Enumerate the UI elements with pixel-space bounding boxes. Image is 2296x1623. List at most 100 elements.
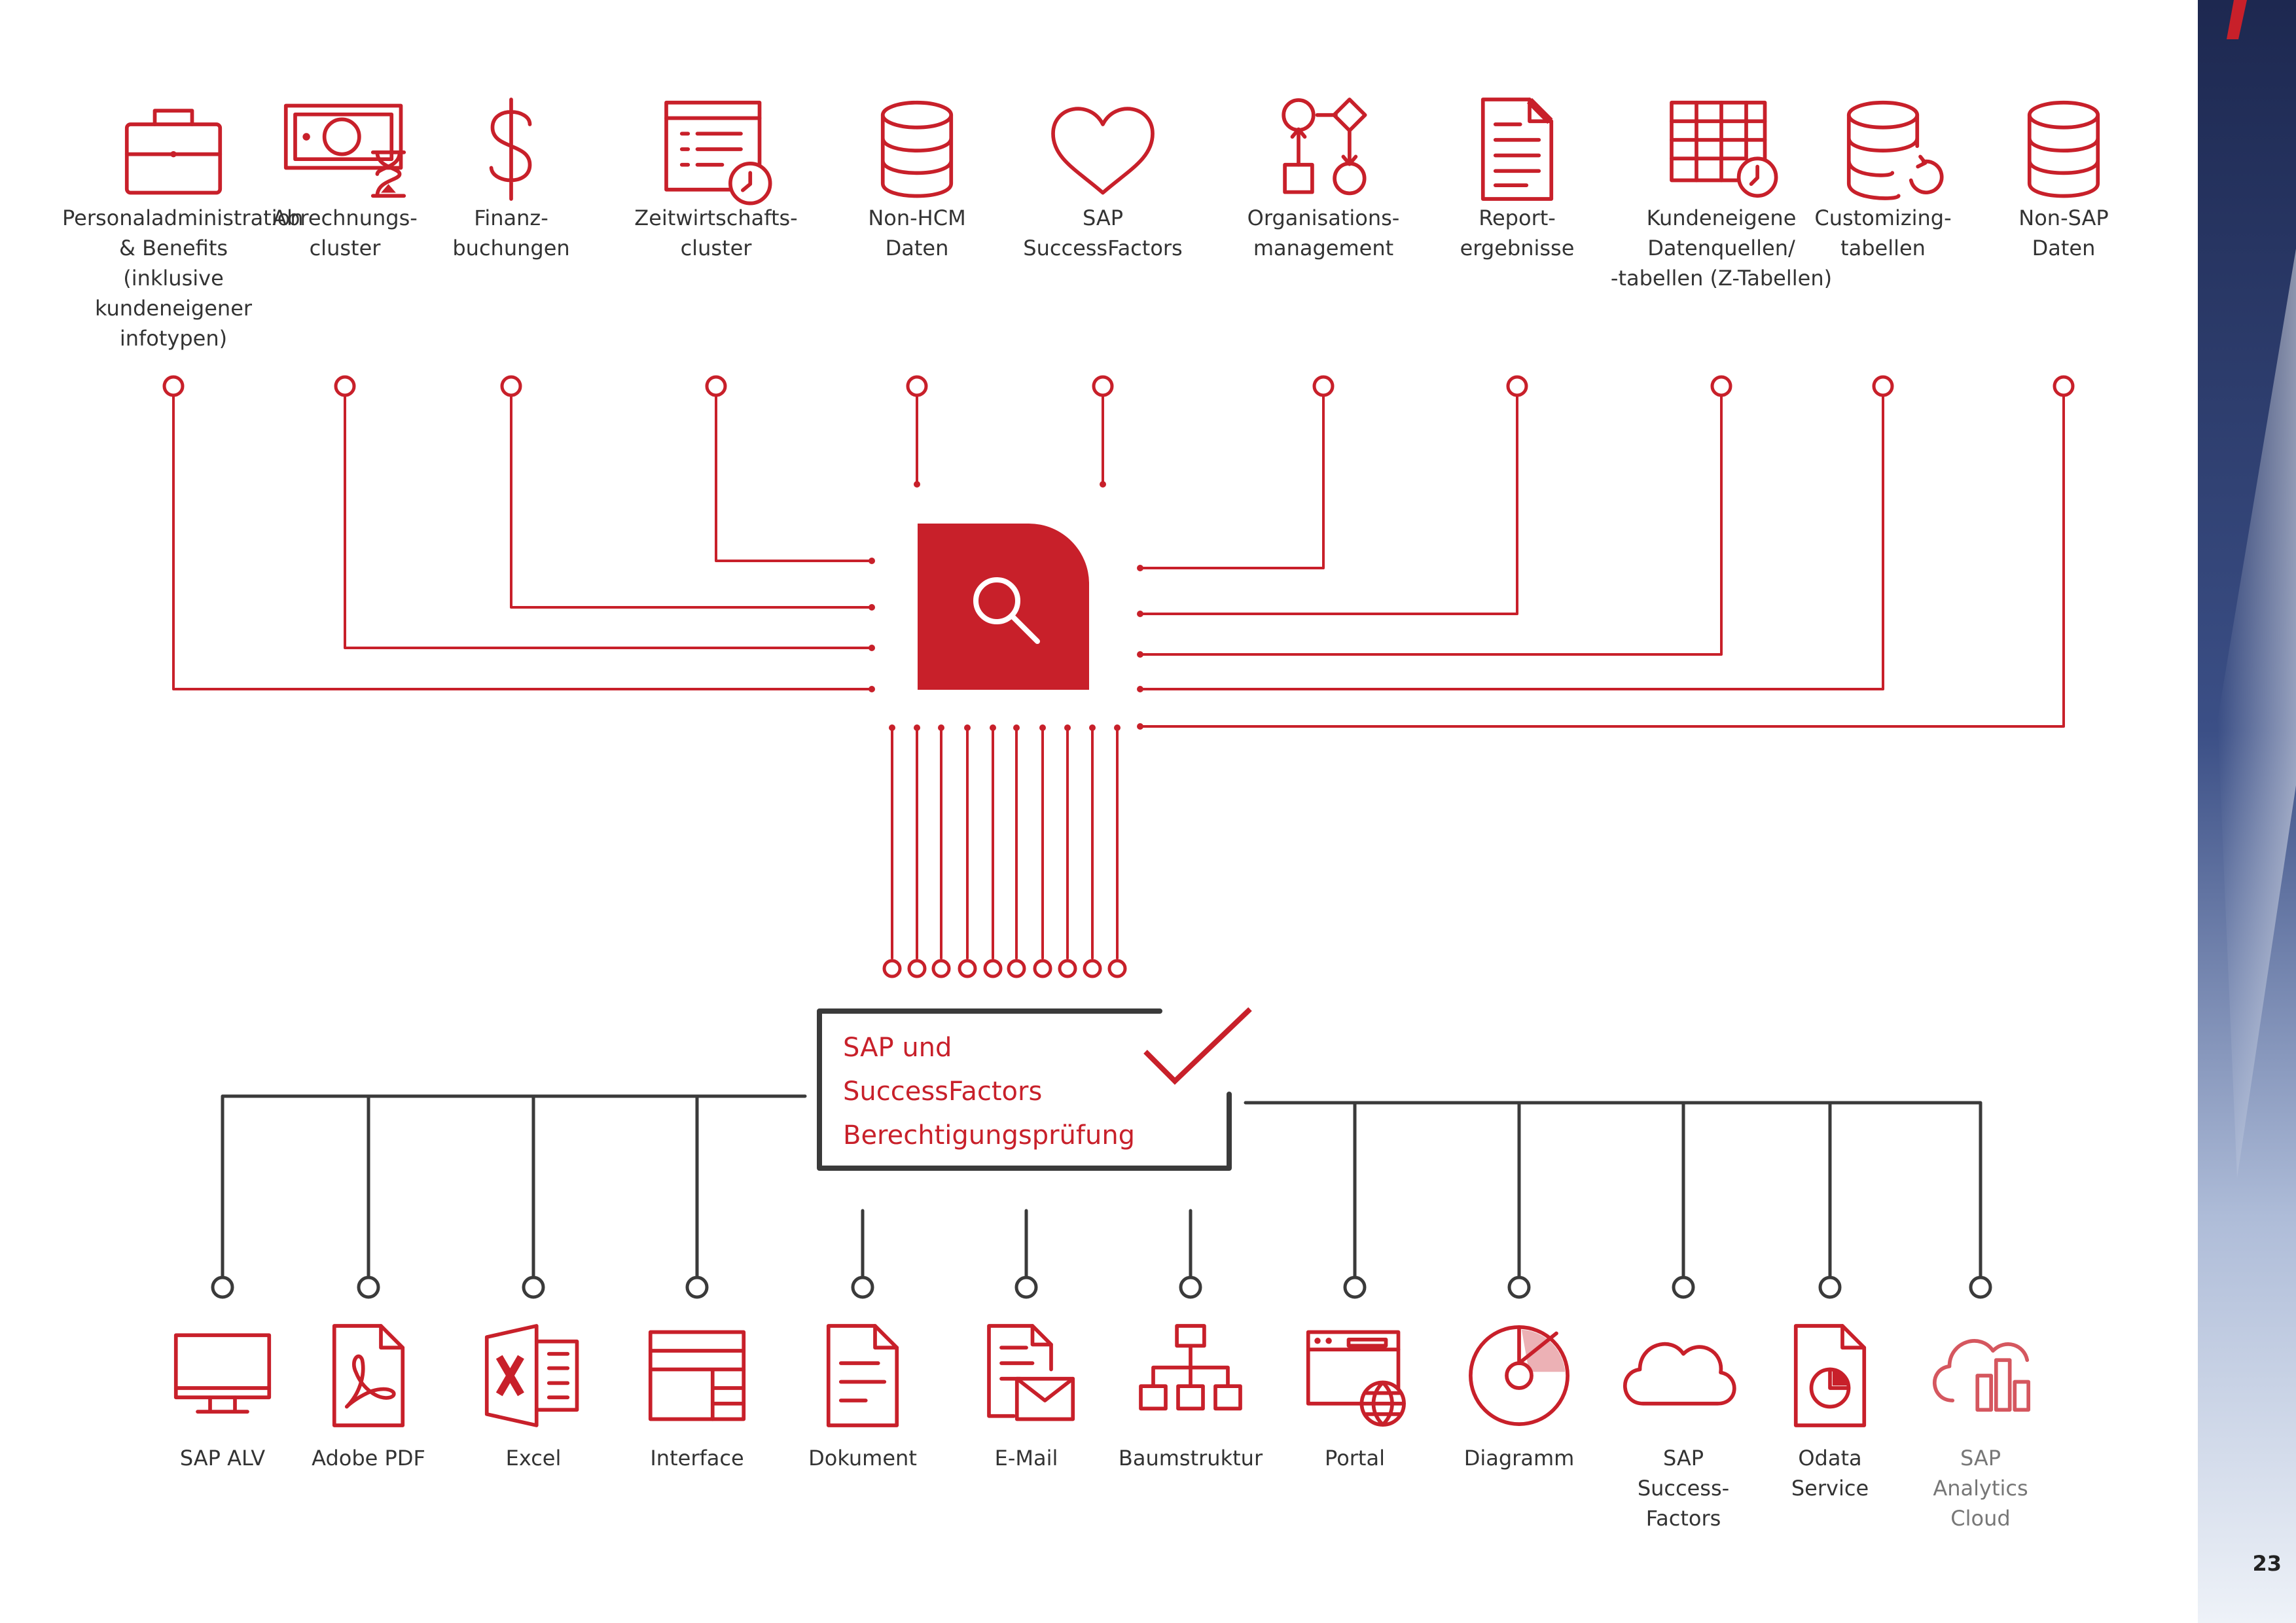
source-connector: [172, 394, 873, 690]
report-document-icon: [1480, 98, 1554, 201]
output-ring: [211, 1275, 234, 1299]
diagram-svg: [124, 98, 2100, 1427]
output-ring: [685, 1275, 709, 1299]
source-label: Report- ergebnisse: [1460, 205, 1575, 260]
connector-dot: [1137, 686, 1143, 692]
source-connector: [510, 394, 873, 609]
processing-ring: [1007, 959, 1026, 978]
cloud-analytics-icon: [1932, 1339, 2031, 1412]
processing-ring: [958, 959, 977, 978]
processing-ring: [1107, 959, 1127, 978]
connector-dot: [1137, 651, 1143, 658]
search-icon: [973, 577, 1040, 644]
page-edge-graphic: [2198, 0, 2296, 1623]
processing-ring: [1083, 959, 1102, 978]
portal-globe-icon: [1306, 1330, 1406, 1427]
source-connector: [1139, 394, 1884, 690]
source-label: Finanz- buchungen: [452, 205, 570, 260]
source-ring: [2053, 375, 2075, 397]
output-bus-right: [1244, 1101, 1982, 1280]
source-label: SAP SuccessFactors: [1023, 205, 1183, 260]
adjacent-page-edge: 23: [2198, 0, 2296, 1623]
source-ring: [334, 375, 356, 397]
processing-ring: [983, 959, 1003, 978]
source-label: Customizing- tabellen: [1814, 205, 1952, 260]
processing-ring: [882, 959, 902, 978]
checkmark-icon: [1143, 1007, 1252, 1085]
source-ring: [1312, 375, 1335, 397]
pie-chart-icon: [1469, 1325, 1570, 1426]
connector-dot: [914, 481, 920, 488]
monitor-icon: [173, 1333, 272, 1414]
dollar-icon: [489, 98, 532, 201]
connector-dot: [1137, 723, 1143, 730]
heart-icon: [1051, 107, 1155, 195]
source-connector: [344, 394, 873, 649]
output-label: Portal: [1325, 1446, 1385, 1471]
tree-structure-icon: [1139, 1324, 1242, 1411]
output-ring: [1969, 1275, 1992, 1299]
source-ring: [1092, 375, 1114, 397]
connector-dot: [1100, 481, 1106, 488]
org-flow-icon: [1282, 98, 1367, 196]
processing-ring: [1033, 959, 1052, 978]
source-label: Kundeneigene Datenquellen/ -tabellen (Z-…: [1610, 205, 1833, 291]
database-refresh-icon: [1846, 100, 1944, 200]
output-label: Odata Service: [1791, 1446, 1869, 1501]
processing-ring: [1058, 959, 1077, 978]
output-label: E-Mail: [994, 1446, 1058, 1471]
connector-dot: [1137, 565, 1143, 571]
processing-ring: [931, 959, 951, 978]
output-ring: [522, 1275, 545, 1299]
output-ring: [357, 1275, 380, 1299]
output-label: Baumstruktur: [1118, 1446, 1263, 1471]
timesheet-clock-icon: [664, 100, 772, 205]
interface-layout-icon: [648, 1330, 746, 1421]
source-ring: [1872, 375, 1894, 397]
output-label: Dokument: [808, 1446, 917, 1471]
check-box-frame: [817, 1008, 1232, 1171]
output-label: Excel: [505, 1446, 562, 1471]
source-ring: [906, 375, 928, 397]
output-label: Diagramm: [1463, 1446, 1575, 1471]
output-label: Interface: [650, 1446, 744, 1471]
output-ring: [1672, 1275, 1695, 1299]
output-ring: [1014, 1275, 1038, 1299]
check-box-text: SAP und SuccessFactors Berechtigungsprüf…: [843, 1033, 1136, 1150]
connector-dot: [869, 686, 875, 692]
source-label: Organisations- management: [1247, 205, 1400, 260]
output-bus-left: [221, 1094, 807, 1280]
document-icon: [826, 1324, 899, 1427]
output-label: SAP Success- Factors: [1637, 1446, 1730, 1531]
connector-dot: [869, 645, 875, 651]
processing-ring: [907, 959, 927, 978]
source-ring: [1710, 375, 1732, 397]
source-ring: [1506, 375, 1528, 397]
diagram-canvas: Personaladministration & Benefits (inklu…: [62, 98, 2109, 1531]
source-ring: [500, 375, 522, 397]
connector-dot: [869, 558, 875, 564]
source-ring: [162, 375, 185, 397]
source-connector: [1139, 394, 1518, 615]
source-ring: [705, 375, 727, 397]
output-label: SAP ALV: [179, 1446, 266, 1471]
source-connector: [1139, 394, 2065, 728]
output-label: Adobe PDF: [312, 1446, 425, 1471]
output-label: SAP Analytics Cloud: [1933, 1446, 2028, 1531]
source-label: Personaladministration & Benefits (inklu…: [62, 205, 304, 351]
connector-dot: [1137, 611, 1143, 617]
odata-file-icon: [1793, 1324, 1867, 1427]
page-number: 23: [2252, 1551, 2282, 1576]
source-connector: [1139, 394, 1325, 569]
database-icon: [2027, 100, 2100, 198]
source-label: Zeitwirtschafts- cluster: [634, 205, 798, 260]
output-ring: [1818, 1275, 1842, 1299]
search-tile: [918, 524, 1089, 690]
source-label: Abrechnungs- cluster: [272, 205, 418, 260]
source-connector: [1139, 394, 1723, 656]
source-label: Non-SAP Daten: [2018, 205, 2109, 260]
table-clock-icon: [1670, 100, 1778, 198]
source-label: Non-HCM Daten: [868, 205, 966, 260]
output-ring: [1343, 1275, 1367, 1299]
output-ring: [1507, 1275, 1531, 1299]
